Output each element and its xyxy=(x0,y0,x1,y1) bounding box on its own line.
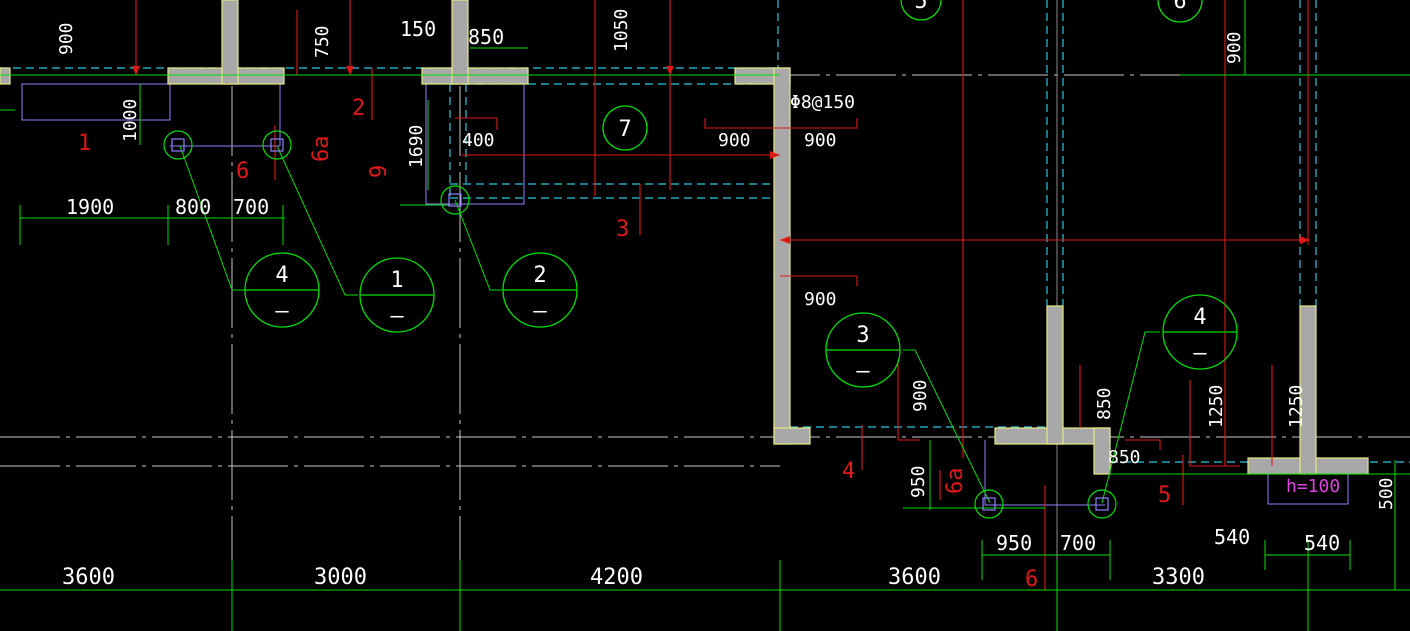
red-lines xyxy=(135,0,1310,590)
red-mark: 3 xyxy=(616,217,629,242)
dim-label: 1900 xyxy=(66,195,114,219)
red-mark: 9 xyxy=(367,165,392,178)
bottom-dimension-labels: 3600 3000 4200 3600 3300 xyxy=(62,565,1205,590)
dim-label: 1000 xyxy=(120,99,141,142)
column-markers xyxy=(163,130,1117,519)
dim-label: 900 xyxy=(1224,31,1245,64)
red-mark: 6a xyxy=(943,468,968,495)
dim-label: 3300 xyxy=(1152,565,1205,590)
column-marker[interactable] xyxy=(262,130,292,160)
red-mark: 6 xyxy=(236,159,249,184)
callout-number: 7 xyxy=(618,117,631,142)
dimension-labels: 150 850 1900 800 700 400 900 900 900 950… xyxy=(66,17,1340,555)
dim-label: 1250 xyxy=(1286,385,1307,428)
dim-label: 900 xyxy=(56,22,77,55)
callout-7[interactable] xyxy=(602,105,648,151)
callout-number: 6 xyxy=(1173,0,1186,14)
dim-label: 1250 xyxy=(1206,385,1227,428)
callouts xyxy=(244,0,1238,388)
callout-number: 3 xyxy=(856,323,869,348)
callout-labels: 4 – 1 – 2 – 3 – 4 – 7 5 6 xyxy=(275,0,1207,384)
callout-sub: – xyxy=(856,359,870,384)
dim-label: 850 xyxy=(1094,387,1115,420)
arrow-heads xyxy=(132,66,1310,244)
dim-label: 150 xyxy=(400,17,436,41)
column-marker[interactable] xyxy=(163,130,193,160)
callout-sub: – xyxy=(533,299,547,324)
red-mark: 1 xyxy=(78,131,91,156)
purple-outlines xyxy=(21,83,1349,506)
red-mark: 6a xyxy=(309,136,334,163)
callout-number: 2 xyxy=(533,263,546,288)
dim-label: 900 xyxy=(804,130,837,151)
red-mark: 5 xyxy=(1158,483,1171,508)
walls xyxy=(0,0,1369,475)
height-label: h=100 xyxy=(1286,476,1340,497)
dim-label: 850 xyxy=(1108,447,1141,468)
dim-label: 1050 xyxy=(611,9,632,52)
red-mark: 4 xyxy=(842,459,855,484)
vertical-dimension-labels: 900 750 1050 900 1000 1690 900 950 850 1… xyxy=(56,9,1397,510)
column-marker[interactable] xyxy=(974,489,1004,519)
callout-5-top[interactable] xyxy=(900,0,942,21)
dim-label: 540 xyxy=(1304,531,1340,555)
callout-1[interactable] xyxy=(359,257,435,333)
dim-label: 3000 xyxy=(314,565,367,590)
dim-label: 900 xyxy=(718,130,751,151)
callout-sub: – xyxy=(1193,341,1207,366)
dim-label: 700 xyxy=(1060,531,1096,555)
dim-label: 3600 xyxy=(62,565,115,590)
callout-6-top[interactable] xyxy=(1157,0,1203,23)
dim-label: 3600 xyxy=(888,565,941,590)
red-marks: 1 2 3 4 5 6 6 6a 6a 9 xyxy=(78,96,1171,592)
dim-label: 1690 xyxy=(406,125,427,168)
dim-label: 950 xyxy=(908,465,929,498)
callout-number: 1 xyxy=(390,268,403,293)
callout-number: 4 xyxy=(1193,305,1206,330)
dim-label: 900 xyxy=(804,289,837,310)
dim-label: 950 xyxy=(996,531,1032,555)
dim-label: 800 xyxy=(175,195,211,219)
callout-number: 4 xyxy=(275,263,288,288)
dim-label: 700 xyxy=(233,195,269,219)
dim-label: 750 xyxy=(312,25,333,58)
dim-label: 850 xyxy=(468,25,504,49)
dim-label: 900 xyxy=(910,379,931,412)
callout-sub: – xyxy=(275,299,289,324)
callout-3[interactable] xyxy=(825,312,901,388)
red-mark: 6 xyxy=(1025,567,1038,592)
callout-4-right[interactable] xyxy=(1162,294,1238,370)
dim-label: 400 xyxy=(462,130,495,151)
dim-label: 500 xyxy=(1376,477,1397,510)
red-mark: 2 xyxy=(352,96,365,121)
column-marker[interactable] xyxy=(1087,489,1117,519)
callout-sub: – xyxy=(390,304,404,329)
callout-2[interactable] xyxy=(502,252,578,328)
callout-4-left[interactable] xyxy=(244,252,320,328)
rebar-note: Φ8@150 xyxy=(790,92,855,113)
callout-number: 5 xyxy=(914,0,927,14)
column-marker[interactable] xyxy=(440,185,470,215)
dim-label: 4200 xyxy=(590,565,643,590)
dim-label: 540 xyxy=(1214,525,1250,549)
